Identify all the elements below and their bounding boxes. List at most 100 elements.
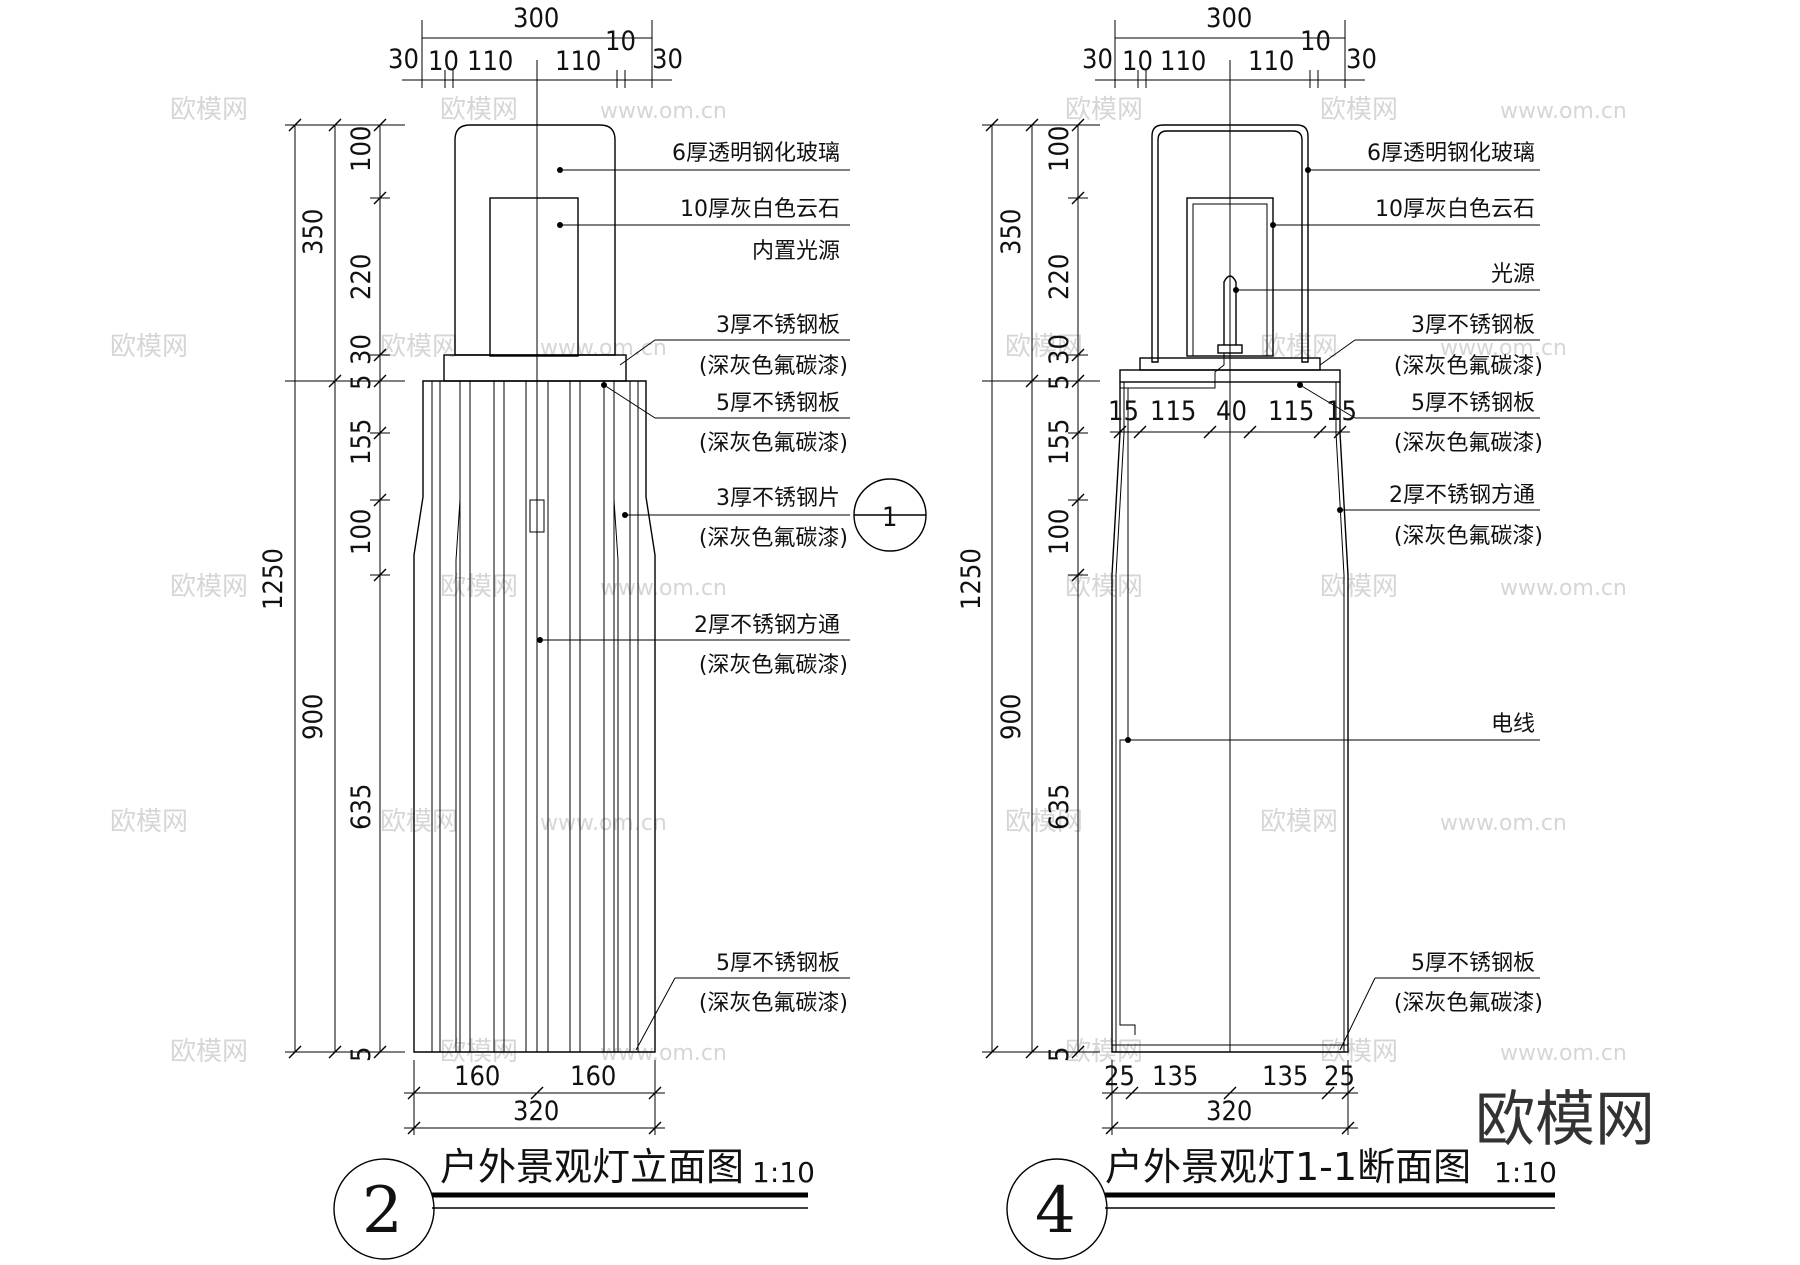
dim-text: 110 <box>1248 46 1294 77</box>
drawing-scale: 1:10 <box>1494 1156 1557 1189</box>
label-text: 5厚不锈钢板 <box>1411 951 1535 976</box>
label-text: 6厚透明钢化玻璃 <box>672 141 840 166</box>
dim-text: 10 <box>428 46 459 77</box>
watermark-text: 欧模网 <box>1260 807 1338 837</box>
watermark-text: www.om.cn <box>1440 811 1567 836</box>
watermark-text: 欧模网 <box>1320 95 1398 125</box>
drawing-title: 户外景观灯1-1断面图 <box>1105 1145 1471 1189</box>
dim-text: 5 <box>1044 1047 1075 1062</box>
watermark-text: www.om.cn <box>540 336 667 361</box>
drawing-number: 2 <box>362 1174 403 1248</box>
label-text: 内置光源 <box>752 239 840 264</box>
dim-text: 635 <box>346 784 377 830</box>
dim-text: 160 <box>454 1061 500 1092</box>
dim-text: 160 <box>570 1061 616 1092</box>
dim-text: 30 <box>652 44 683 75</box>
label-text: 10厚灰白色云石 <box>680 197 840 222</box>
dim-text: 220 <box>1044 254 1075 300</box>
watermark-text: 欧模网 <box>1320 572 1398 602</box>
label-text: 6厚透明钢化玻璃 <box>1367 141 1535 166</box>
dim-text: 135 <box>1152 1061 1198 1092</box>
drawing-scale: 1:10 <box>752 1156 815 1189</box>
dim-text: 155 <box>1044 419 1075 465</box>
watermark-text: 欧模网 <box>380 807 458 837</box>
dim-text: 135 <box>1262 1061 1308 1092</box>
dim-text: 100 <box>1044 126 1075 172</box>
label-text: 10厚灰白色云石 <box>1375 197 1535 222</box>
watermark-text: 欧模网 <box>380 332 458 362</box>
label-text: (深灰色氟碳漆) <box>1394 524 1543 549</box>
watermark-text: 欧模网 <box>170 95 248 125</box>
watermark-text: www.om.cn <box>600 99 727 124</box>
label-text: (深灰色氟碳漆) <box>699 431 848 456</box>
dim-text: 40 <box>1216 396 1247 427</box>
dim-text: 115 <box>1268 396 1314 427</box>
dim-text: 100 <box>1044 509 1075 555</box>
dim-text: 100 <box>346 126 377 172</box>
dim-text: 25 <box>1104 1061 1135 1092</box>
dim-text: 10 <box>1300 26 1331 57</box>
brand-logo: 欧模网 <box>1475 1085 1655 1155</box>
dim-text: 350 <box>996 209 1027 255</box>
watermark-text: 欧模网 <box>1065 95 1143 125</box>
watermark-text: www.om.cn <box>1500 576 1627 601</box>
label-text: 3厚不锈钢板 <box>1411 313 1535 338</box>
dim-text: 30 <box>1346 44 1377 75</box>
watermark-text: 欧模网 <box>110 332 188 362</box>
dim-text: 155 <box>346 419 377 465</box>
dim-text: 115 <box>1150 396 1196 427</box>
watermark-text: 欧模网 <box>440 95 518 125</box>
dim-text: 320 <box>513 1096 559 1127</box>
dim-text: 110 <box>555 46 601 77</box>
dim-text: 300 <box>513 3 559 34</box>
label-text: 3厚不锈钢片 <box>716 486 840 511</box>
left-elevation-view <box>285 20 927 1260</box>
label-text: (深灰色氟碳漆) <box>1394 431 1543 456</box>
right-section-view <box>982 20 1555 1260</box>
dim-text: 300 <box>1206 3 1252 34</box>
dim-text: 350 <box>298 209 329 255</box>
dim-text: 635 <box>1044 784 1075 830</box>
dim-text: 15 <box>1326 396 1357 427</box>
watermark-text: 欧模网 <box>440 572 518 602</box>
dim-text: 5 <box>1044 375 1075 390</box>
dim-text: 1250 <box>956 548 987 610</box>
dim-text: 900 <box>298 694 329 740</box>
drawing-title: 户外景观灯立面图 <box>440 1145 744 1189</box>
drawing-number: 4 <box>1035 1174 1076 1248</box>
label-text: 2厚不锈钢方通 <box>1389 483 1535 508</box>
dim-text: 15 <box>1108 396 1139 427</box>
label-text: (深灰色氟碳漆) <box>699 526 848 551</box>
watermark-text: 欧模网 <box>1005 807 1083 837</box>
watermark-text: www.om.cn <box>1500 1041 1627 1066</box>
watermark-text: www.om.cn <box>600 1041 727 1066</box>
label-text: (深灰色氟碳漆) <box>699 991 848 1016</box>
annotations: 300 30 10 110 110 10 30 350 1250 100 220… <box>258 3 1655 1248</box>
label-text: 5厚不锈钢板 <box>716 391 840 416</box>
label-text: 2厚不锈钢方通 <box>694 613 840 638</box>
dim-text: 30 <box>1082 44 1113 75</box>
section-mark-text: 1 <box>882 502 897 533</box>
dim-text: 320 <box>1206 1096 1252 1127</box>
dim-text: 5 <box>346 375 377 390</box>
dim-text: 5 <box>346 1047 377 1062</box>
watermark-text: www.om.cn <box>1500 99 1627 124</box>
dim-text: 10 <box>605 26 636 57</box>
watermark-text: www.om.cn <box>540 811 667 836</box>
dim-text: 25 <box>1324 1061 1355 1092</box>
dim-text: 110 <box>467 46 513 77</box>
watermark-text: 欧模网 <box>170 572 248 602</box>
dim-text: 100 <box>346 509 377 555</box>
watermark-text: 欧模网 <box>110 807 188 837</box>
dim-text: 110 <box>1160 46 1206 77</box>
label-text: (深灰色氟碳漆) <box>699 653 848 678</box>
dim-text: 220 <box>346 254 377 300</box>
label-text: (深灰色氟碳漆) <box>1394 354 1543 379</box>
watermark-text: www.om.cn <box>600 576 727 601</box>
dim-text: 30 <box>346 334 377 365</box>
label-text: 5厚不锈钢板 <box>1411 391 1535 416</box>
label-text: 3厚不锈钢板 <box>716 313 840 338</box>
label-text: 光源 <box>1491 262 1535 287</box>
